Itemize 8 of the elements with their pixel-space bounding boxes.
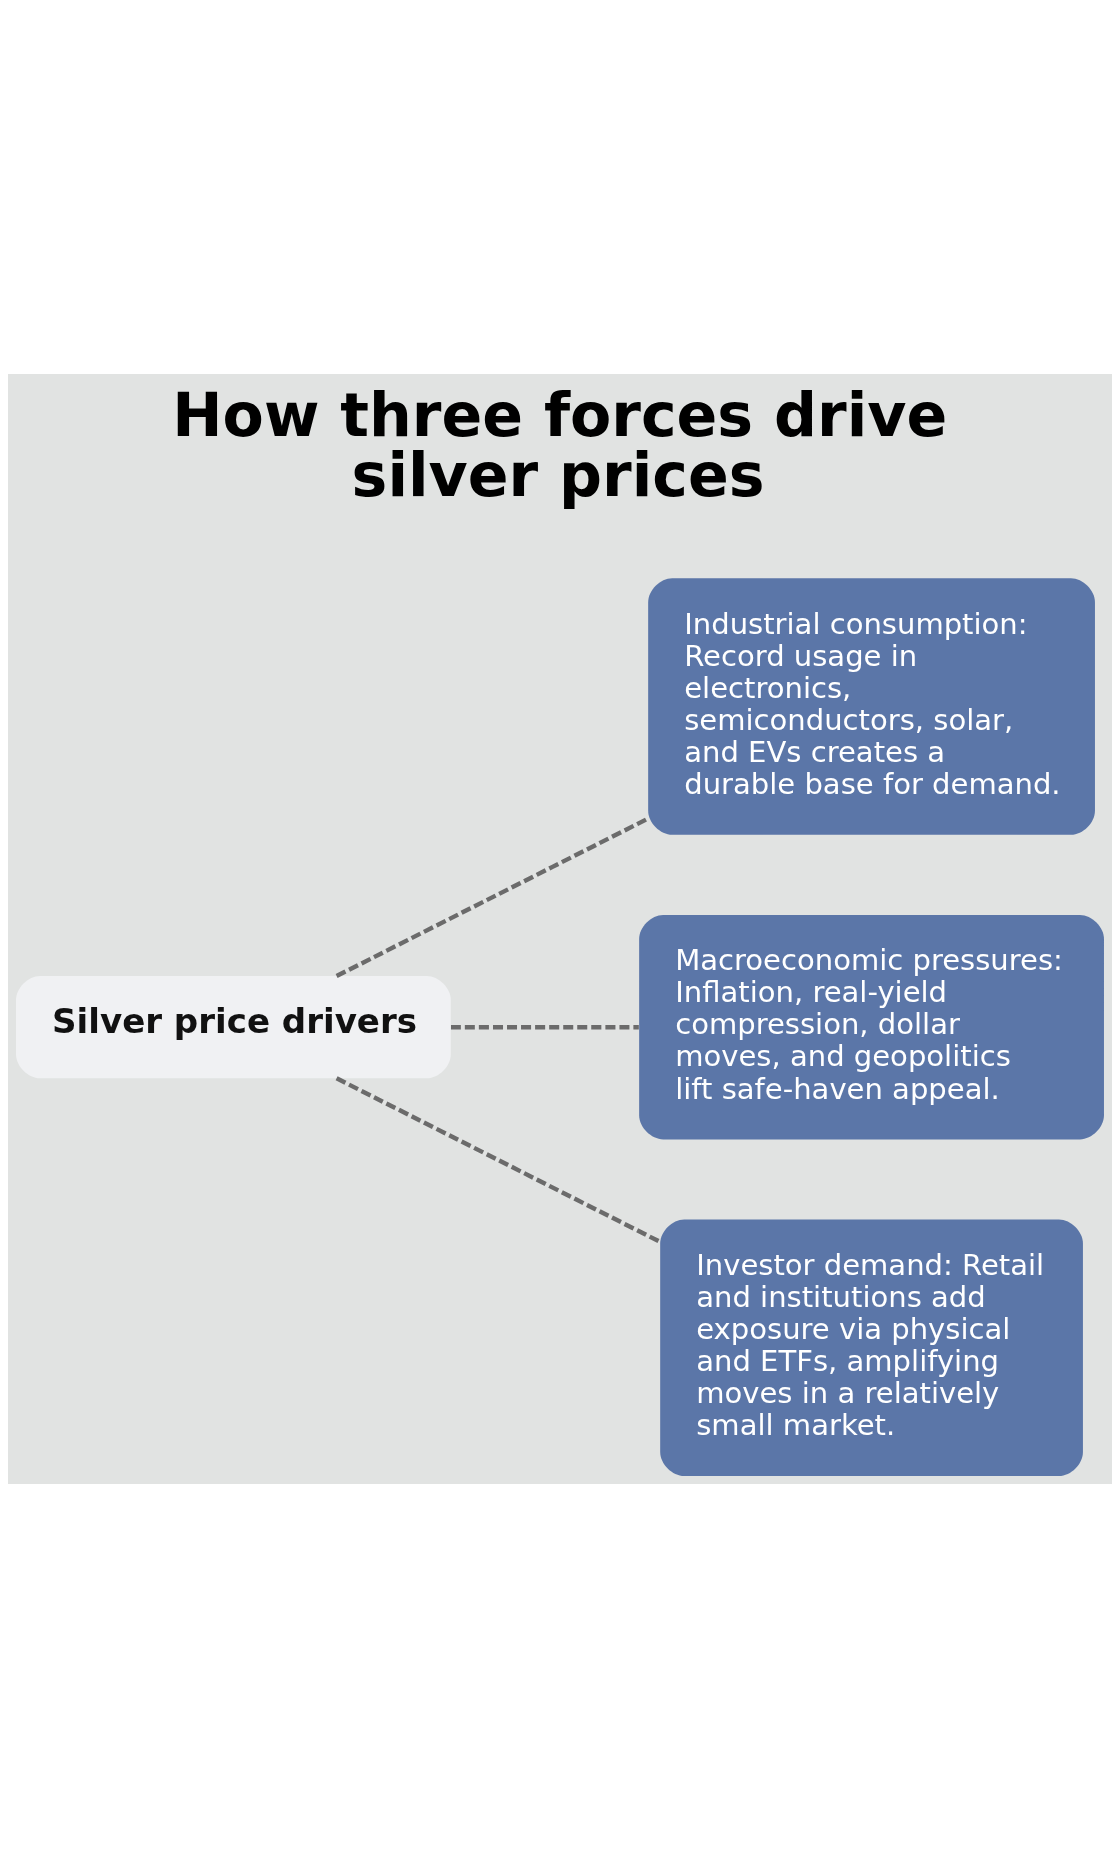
node-box: Industrial consumption: Record usage in electronics, semiconductors, solar, and EVs creates a durable base for demand. (648, 578, 1095, 835)
diagram-title: How three forces drive silver prices (172, 380, 948, 511)
node-box: Silver price drivers (16, 976, 451, 1079)
connector (335, 1076, 661, 1244)
node-box: Macroeconomic pressures: Inflation, real-yield compression, dollar moves, and geopolitics lift safe-haven appeal. (639, 914, 1104, 1140)
connector (451, 1024, 639, 1030)
connector (335, 816, 649, 978)
node-box: Investor demand: Retail and institutions add exposure via physical and ETFs, amplifying moves in a relatively small market. (660, 1219, 1083, 1476)
